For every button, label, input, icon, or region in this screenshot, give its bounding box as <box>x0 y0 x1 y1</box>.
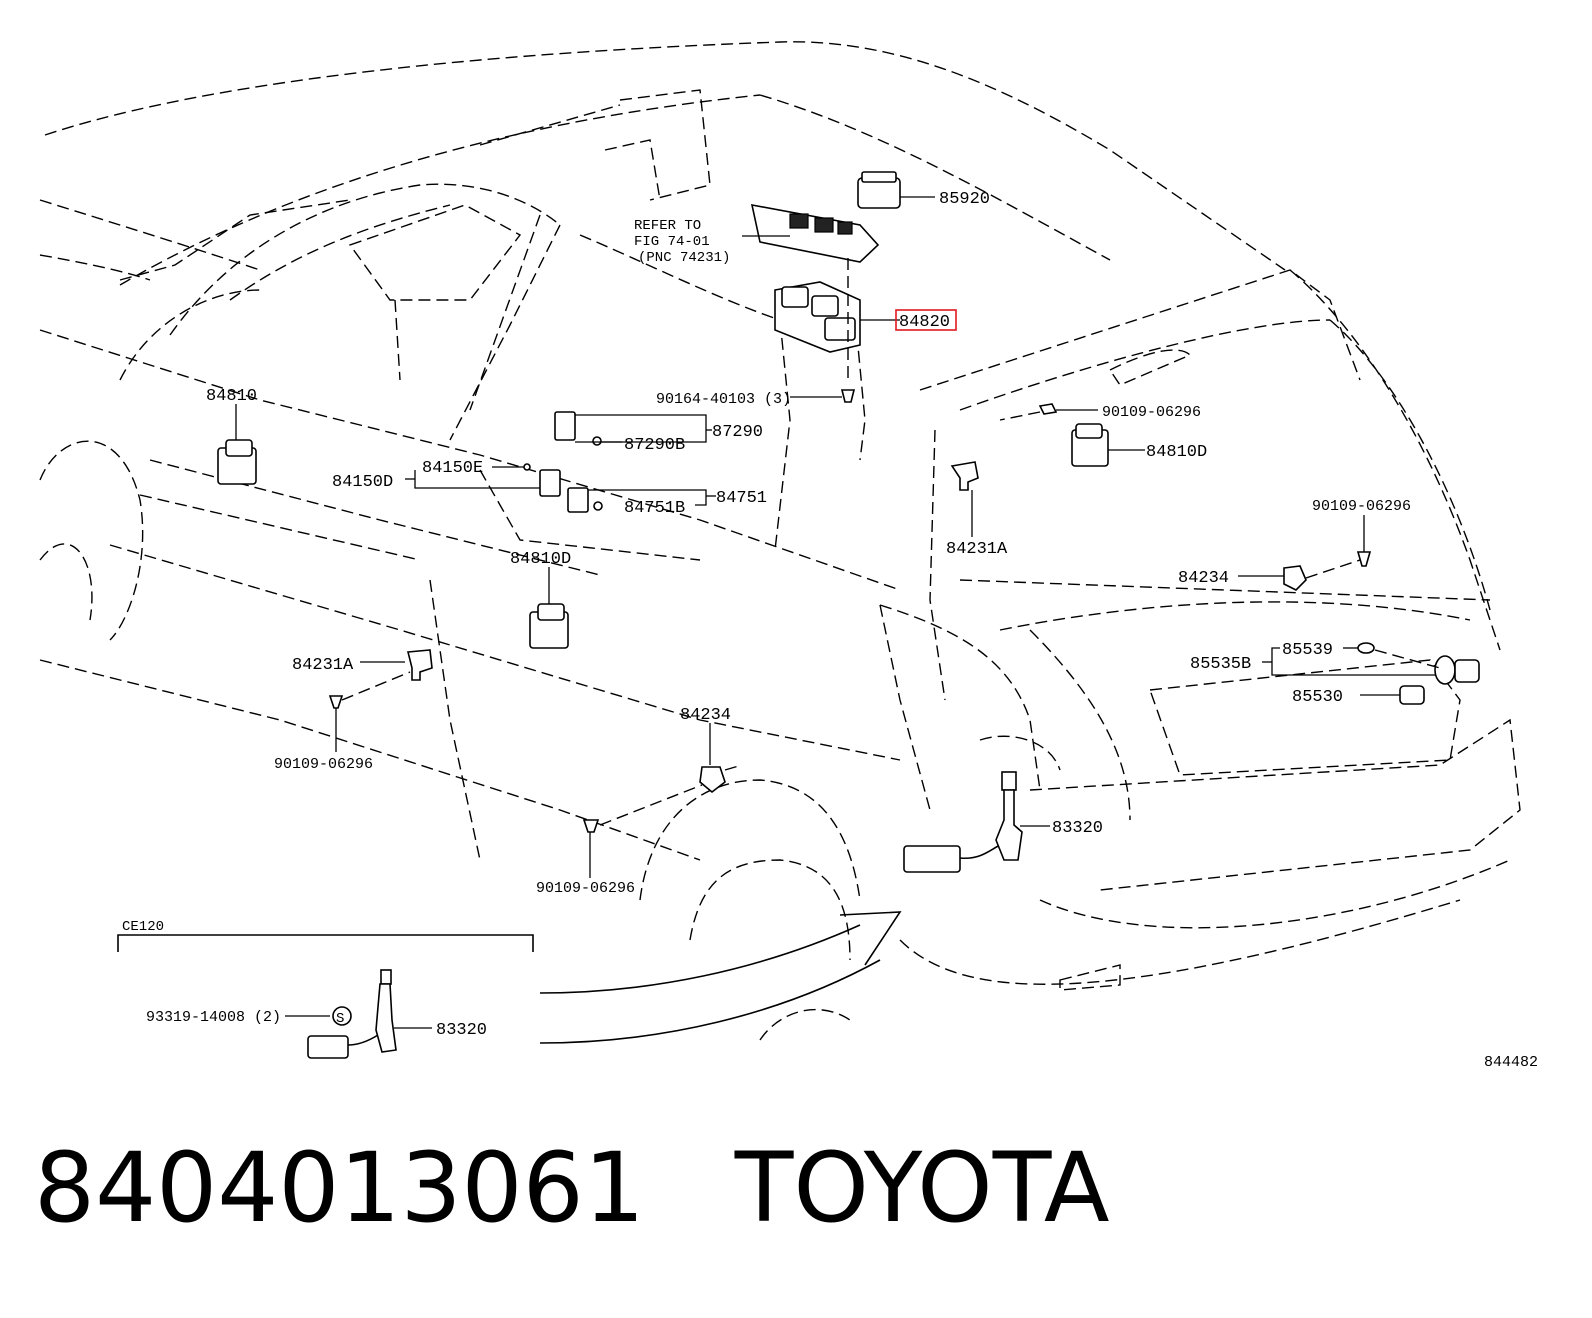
part-labels: 85920 REFER TO FIG 74-01 (PNC 74231) 848… <box>122 190 1538 1071</box>
label-90109-lower: 90109-06296 <box>536 880 635 897</box>
part-90109-lower <box>582 784 703 878</box>
part-90109-right-top <box>999 403 1098 421</box>
switch-bezel <box>742 203 880 263</box>
label-refer-line1: REFER TO <box>634 218 701 234</box>
parts-diagram: 85920 REFER TO FIG 74-01 (PNC 74231) 848… <box>39 41 1538 1071</box>
label-84150E: 84150E <box>422 459 483 478</box>
label-87290: 87290 <box>712 423 763 442</box>
label-84234-right: 84234 <box>1178 569 1229 588</box>
part-84810D-switch-left <box>529 567 569 649</box>
part-84234-right <box>1238 515 1372 591</box>
label-83320-main: 83320 <box>1052 819 1103 838</box>
label-87290B: 87290B <box>624 436 685 455</box>
vehicle-outline <box>39 41 1521 1041</box>
part-84820-master-switch <box>774 258 900 403</box>
label-85530: 85530 <box>1292 688 1343 707</box>
label-inset-s: S <box>336 1011 344 1027</box>
part-85920-cover <box>857 171 935 209</box>
label-84234-center: 84234 <box>680 706 731 725</box>
part-84234-center <box>699 723 743 794</box>
label-84751B: 84751B <box>624 499 685 518</box>
part-84751-group <box>567 487 716 513</box>
label-85539: 85539 <box>1282 641 1333 660</box>
label-84231A-left: 84231A <box>292 656 354 675</box>
label-refer-line2: FIG 74-01 <box>634 234 710 250</box>
callout-arrow <box>539 911 902 1044</box>
part-85535B-group <box>1262 642 1480 705</box>
label-84820: 84820 <box>899 313 950 332</box>
inset-83320 <box>285 969 432 1059</box>
label-figure-number: 844482 <box>1484 1054 1538 1071</box>
label-84810D-right: 84810D <box>1146 443 1207 462</box>
part-84810-switch <box>217 404 257 485</box>
footer-brand: TOYOTA <box>734 1132 1110 1244</box>
label-inset-title: CE120 <box>122 919 164 935</box>
label-90109-right-mid: 90109-06296 <box>1312 498 1411 515</box>
label-93319: 93319-14008 (2) <box>146 1009 281 1026</box>
part-84231A-left <box>328 649 433 752</box>
inset-frame <box>117 934 534 952</box>
highlight-box-84820 <box>895 309 957 331</box>
footer-part-number: 8404013061 <box>34 1132 645 1244</box>
label-90109-left: 90109-06296 <box>274 756 373 773</box>
label-83320-inset: 83320 <box>436 1021 487 1040</box>
label-90109-right-top: 90109-06296 <box>1102 404 1201 421</box>
label-84810: 84810 <box>206 387 257 406</box>
label-85535B: 85535B <box>1190 655 1251 674</box>
label-90164: 90164-40103 (3) <box>656 391 791 408</box>
label-refer-line3: (PNC 74231) <box>638 250 730 266</box>
part-87290-group <box>554 411 712 446</box>
part-84810D-switch-right <box>1071 423 1145 467</box>
label-84751: 84751 <box>716 489 767 508</box>
label-84231A-right: 84231A <box>946 540 1008 559</box>
part-83320-main <box>903 771 1050 873</box>
label-84810D-left: 84810D <box>510 550 571 569</box>
part-84150-group <box>405 463 561 497</box>
label-85920: 85920 <box>939 190 990 209</box>
part-84231A-right <box>950 461 979 537</box>
label-84150D: 84150D <box>332 473 393 492</box>
